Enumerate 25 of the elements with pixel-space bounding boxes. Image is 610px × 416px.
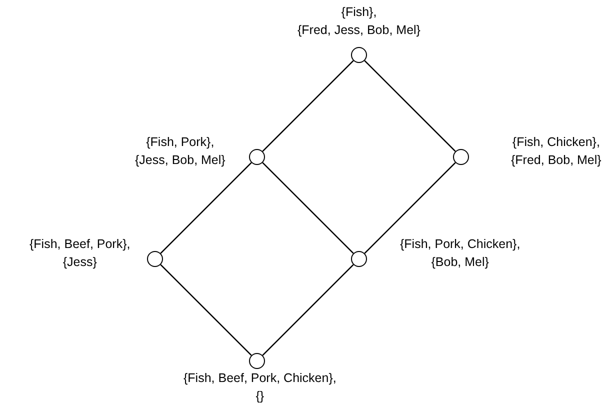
set-label: {Fish, Pork, Chicken}, — [400, 236, 520, 253]
lattice-node-circle — [249, 353, 265, 369]
set-label: {Fish, Pork}, — [145, 134, 216, 151]
set-label: {Fish}, — [340, 4, 378, 21]
lattice-edge — [364, 162, 456, 254]
lattice-node-circle — [453, 149, 469, 165]
lattice-edge — [160, 162, 252, 254]
set-label: {Jess, Bob, Mel} — [135, 152, 226, 169]
set-label: {Fish, Chicken}, — [511, 134, 601, 151]
set-label: {Fish, Beef, Pork}, — [30, 236, 130, 253]
lattice-edge — [262, 60, 354, 152]
set-label: {Fred, Bob, Mel} — [511, 152, 602, 169]
set-label: {Fred, Jess, Bob, Mel} — [298, 22, 420, 39]
lattice-node-circle — [249, 149, 265, 165]
lattice-edge — [160, 264, 252, 356]
lattice-node-circle — [351, 47, 367, 63]
lattice-edge — [262, 162, 354, 254]
set-label: {Jess} — [62, 254, 98, 271]
set-label: {} — [254, 388, 266, 405]
set-label: {Fish, Beef, Pork, Chicken}, — [184, 370, 336, 387]
lattice-edge — [262, 264, 354, 356]
lattice-node-circle — [147, 251, 163, 267]
lattice-edge — [364, 60, 456, 152]
lattice-node-circle — [351, 251, 367, 267]
set-label: {Bob, Mel} — [430, 254, 490, 271]
